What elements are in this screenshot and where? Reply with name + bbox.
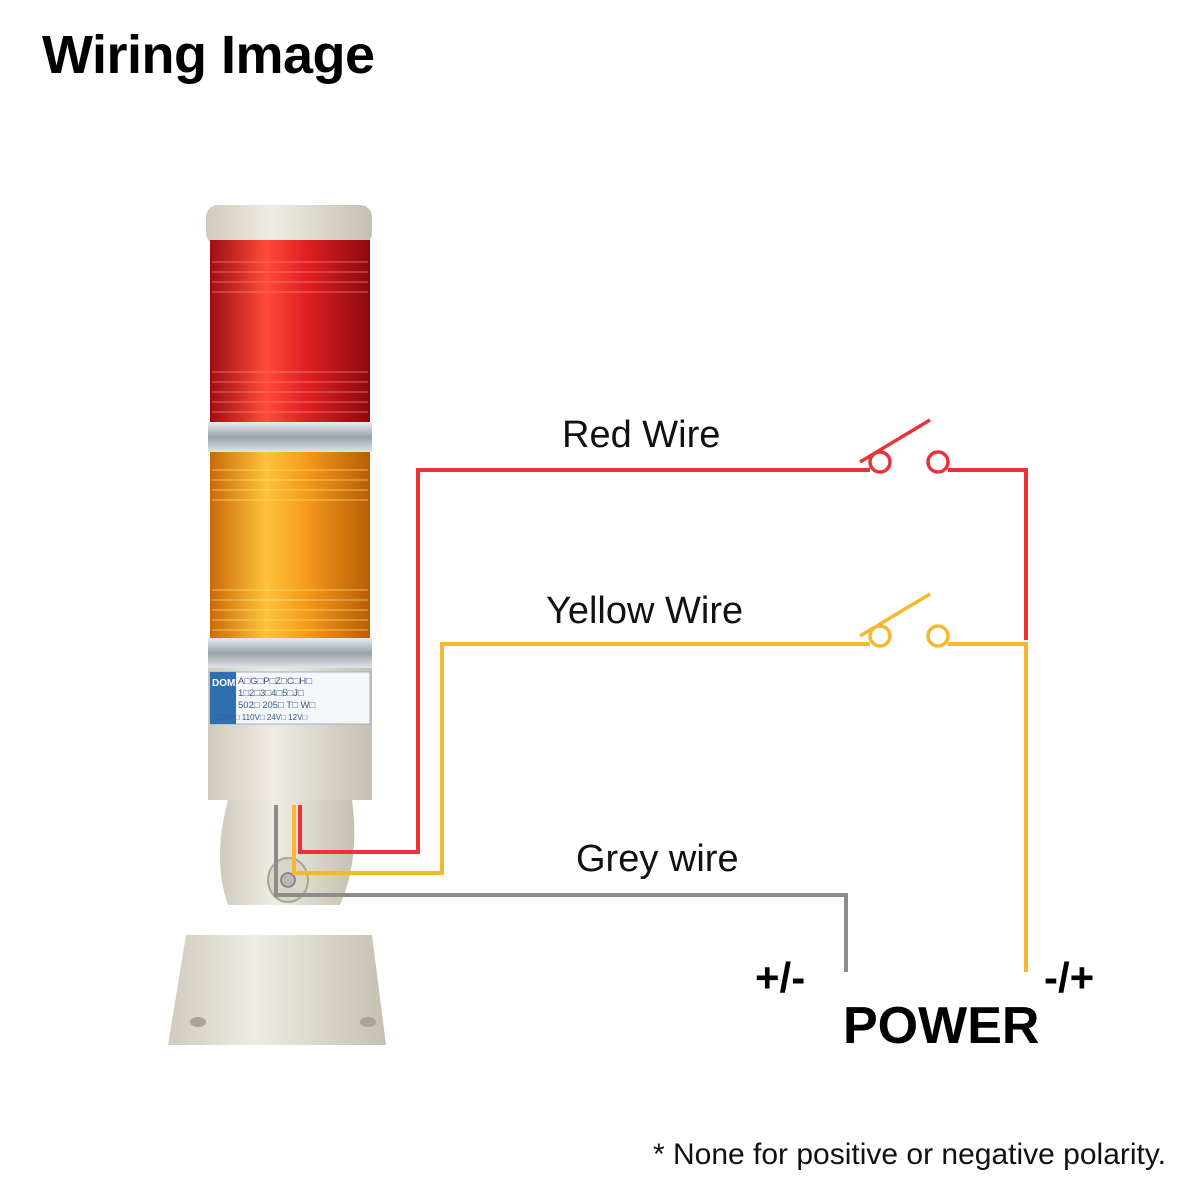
lamp-ring-lower — [208, 638, 372, 668]
yellow-wire — [292, 642, 870, 875]
power-terminal-left: +/- — [755, 954, 806, 1001]
signal-tower-lamp: DOMAIN A□G□P□Z□C□H□ 1□2□3□4□5□J□ 502□ 20… — [168, 205, 386, 1045]
lamp-base — [168, 935, 386, 1045]
power-label: POWER — [843, 997, 1040, 1055]
lamp-bracket — [220, 800, 355, 905]
polarity-footnote: * None for positive or negative polarity… — [652, 1138, 1166, 1171]
red-wire-label: Red Wire — [562, 414, 721, 456]
red-wire — [298, 468, 870, 854]
lamp-ring-upper — [208, 422, 372, 452]
grey-wire-label: Grey wire — [576, 838, 739, 880]
mount-hole-right — [360, 1017, 376, 1027]
red-switch — [859, 418, 950, 474]
lamp-spec-plate: DOMAIN A□G□P□Z□C□H□ 1□2□3□4□5□J□ 502□ 20… — [209, 671, 371, 725]
power-terminal-right: -/+ — [1044, 954, 1095, 1001]
plate-row: 1□2□3□4□5□J□ — [238, 688, 304, 699]
yellow-switch — [859, 592, 950, 648]
plate-row: 502□ 205□ T□ W□ — [238, 700, 315, 711]
lamp-top-cap — [206, 205, 372, 245]
page-title: Wiring Image — [42, 25, 375, 85]
lamp-red-tier — [210, 240, 370, 425]
yellow-wire-label: Yellow Wire — [546, 590, 744, 632]
plate-row: 220V□ 110V□ 24V□ 12V□ — [216, 713, 307, 722]
red-wire-return — [948, 468, 1028, 640]
plate-row: A□G□P□Z□C□H□ — [238, 676, 312, 687]
yellow-wire-return — [948, 642, 1028, 972]
mount-hole-left — [190, 1017, 206, 1027]
grey-wire — [274, 805, 848, 972]
plate-brand: DOMAIN — [212, 678, 253, 689]
